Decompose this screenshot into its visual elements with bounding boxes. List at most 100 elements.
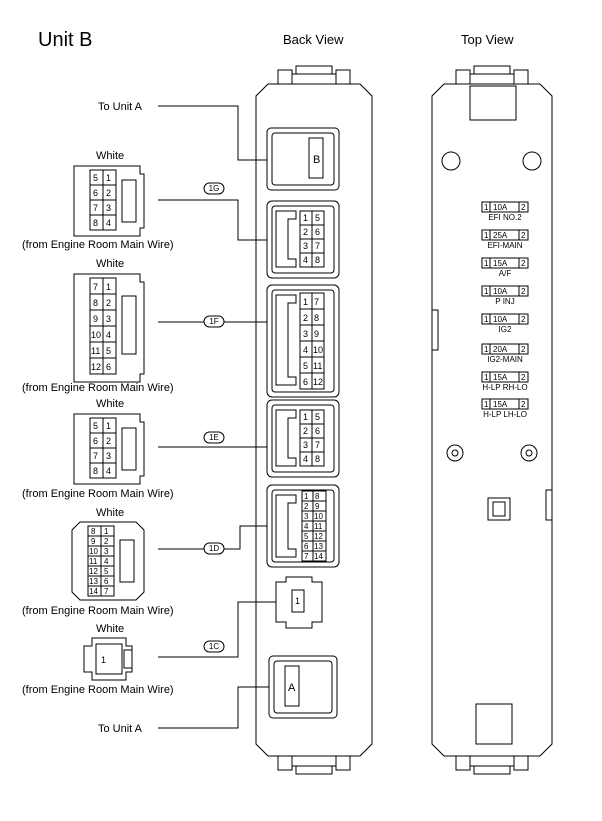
pin: 6 — [315, 227, 320, 237]
plug-1c[interactable] — [83, 637, 133, 681]
pin: 6 — [93, 188, 98, 198]
fuse-pin: 2 — [521, 203, 526, 212]
socket-1f[interactable] — [266, 284, 340, 398]
pin: 2 — [106, 298, 111, 308]
fuse-pin: 1 — [484, 203, 489, 212]
fuse-rating: 20A — [493, 345, 508, 354]
connector-code-badge — [203, 542, 225, 555]
socket-1e[interactable] — [266, 399, 340, 478]
fuse-rating: 15A — [493, 400, 508, 409]
pin: 14 — [314, 552, 323, 561]
fuse-rating: 10A — [493, 315, 508, 324]
pin: 1 — [106, 282, 111, 292]
pin: 10 — [313, 345, 323, 355]
pin: 12 — [91, 362, 101, 372]
socket-1g[interactable] — [266, 200, 340, 279]
pin: 6 — [93, 436, 98, 446]
color-label: White — [96, 623, 124, 635]
fuse-pin: 2 — [521, 315, 526, 324]
plug-1d[interactable] — [71, 521, 145, 601]
pin: 3 — [304, 512, 309, 521]
connector-code-badge — [203, 182, 225, 195]
fuse-pin: 1 — [484, 400, 489, 409]
pin: 5 — [93, 421, 98, 431]
pin: 9 — [93, 314, 98, 324]
socket-1d[interactable] — [266, 484, 340, 568]
fuse-name: IG2 — [499, 325, 512, 334]
pin: 9 — [91, 537, 96, 546]
fuse[interactable]: 1 10A 2 IG2 — [481, 313, 529, 334]
pin: 10 — [314, 512, 323, 521]
back-view-body — [255, 65, 373, 775]
fuse-name: H-LP LH-LO — [483, 410, 527, 419]
pin: 8 — [315, 492, 320, 501]
pin: 2 — [106, 436, 111, 446]
pin: 10 — [91, 330, 101, 340]
pin: 1 — [106, 421, 111, 431]
source-label: (from Engine Room Main Wire) — [22, 382, 174, 394]
pin: 7 — [315, 241, 320, 251]
pin: 6 — [303, 377, 308, 387]
pin: 7 — [314, 297, 319, 307]
fuse-rating: 15A — [493, 259, 508, 268]
fuse-pin: 2 — [521, 400, 526, 409]
pin: 6 — [104, 577, 109, 586]
fuse[interactable]: 1 15A 2 H-LP LH-LO — [481, 398, 529, 419]
pin: 4 — [303, 345, 308, 355]
fuse-name: P INJ — [495, 297, 514, 306]
fuse-pin: 1 — [484, 373, 489, 382]
socket-1c[interactable] — [275, 576, 323, 629]
back-view-heading: Back View — [283, 32, 344, 47]
connector-code: 1G — [209, 184, 220, 193]
connector-b[interactable] — [266, 127, 340, 191]
plug-1g[interactable] — [73, 165, 145, 237]
pin: 5 — [93, 173, 98, 183]
pin: 1 — [295, 596, 300, 606]
fuse-pin: 1 — [484, 315, 489, 324]
fuse-name: EFI NO.2 — [488, 213, 522, 222]
pin: 1 — [303, 297, 308, 307]
connector-code: 1E — [209, 433, 219, 442]
source-label: (from Engine Room Main Wire) — [22, 239, 174, 251]
top-view-heading: Top View — [461, 32, 514, 47]
source-label: (from Engine Room Main Wire) — [22, 605, 174, 617]
pin: 2 — [303, 227, 308, 237]
connector-code-badge — [203, 315, 225, 328]
pin: 4 — [304, 522, 309, 531]
plug-1f[interactable] — [73, 273, 145, 383]
plug-1e[interactable] — [73, 413, 145, 485]
pin: 3 — [303, 241, 308, 251]
fuse-rating: 25A — [493, 231, 508, 240]
pin: 4 — [106, 466, 111, 476]
pin: 6 — [304, 542, 309, 551]
connector-code: 1C — [209, 642, 219, 651]
pin: 8 — [314, 313, 319, 323]
to-unit-a-label: To Unit A — [98, 101, 143, 113]
pin: 5 — [315, 213, 320, 223]
color-label: White — [96, 507, 124, 519]
pin: 11 — [314, 522, 323, 531]
color-label: White — [96, 150, 124, 162]
pin: 14 — [89, 587, 98, 596]
pin: 4 — [106, 218, 111, 228]
connector-a-label: A — [288, 682, 296, 694]
fuse-pin: 1 — [484, 259, 489, 268]
pin: 8 — [315, 454, 320, 464]
source-label: (from Engine Room Main Wire) — [22, 488, 174, 500]
connector-b-label: B — [313, 154, 320, 166]
source-label: (from Engine Room Main Wire) — [22, 684, 174, 696]
pin: 2 — [304, 502, 309, 511]
pin: 7 — [93, 451, 98, 461]
pin: 7 — [104, 587, 109, 596]
pin: 11 — [89, 557, 98, 566]
connector-a[interactable] — [268, 655, 338, 719]
pin: 3 — [303, 329, 308, 339]
pin: 12 — [89, 567, 98, 576]
